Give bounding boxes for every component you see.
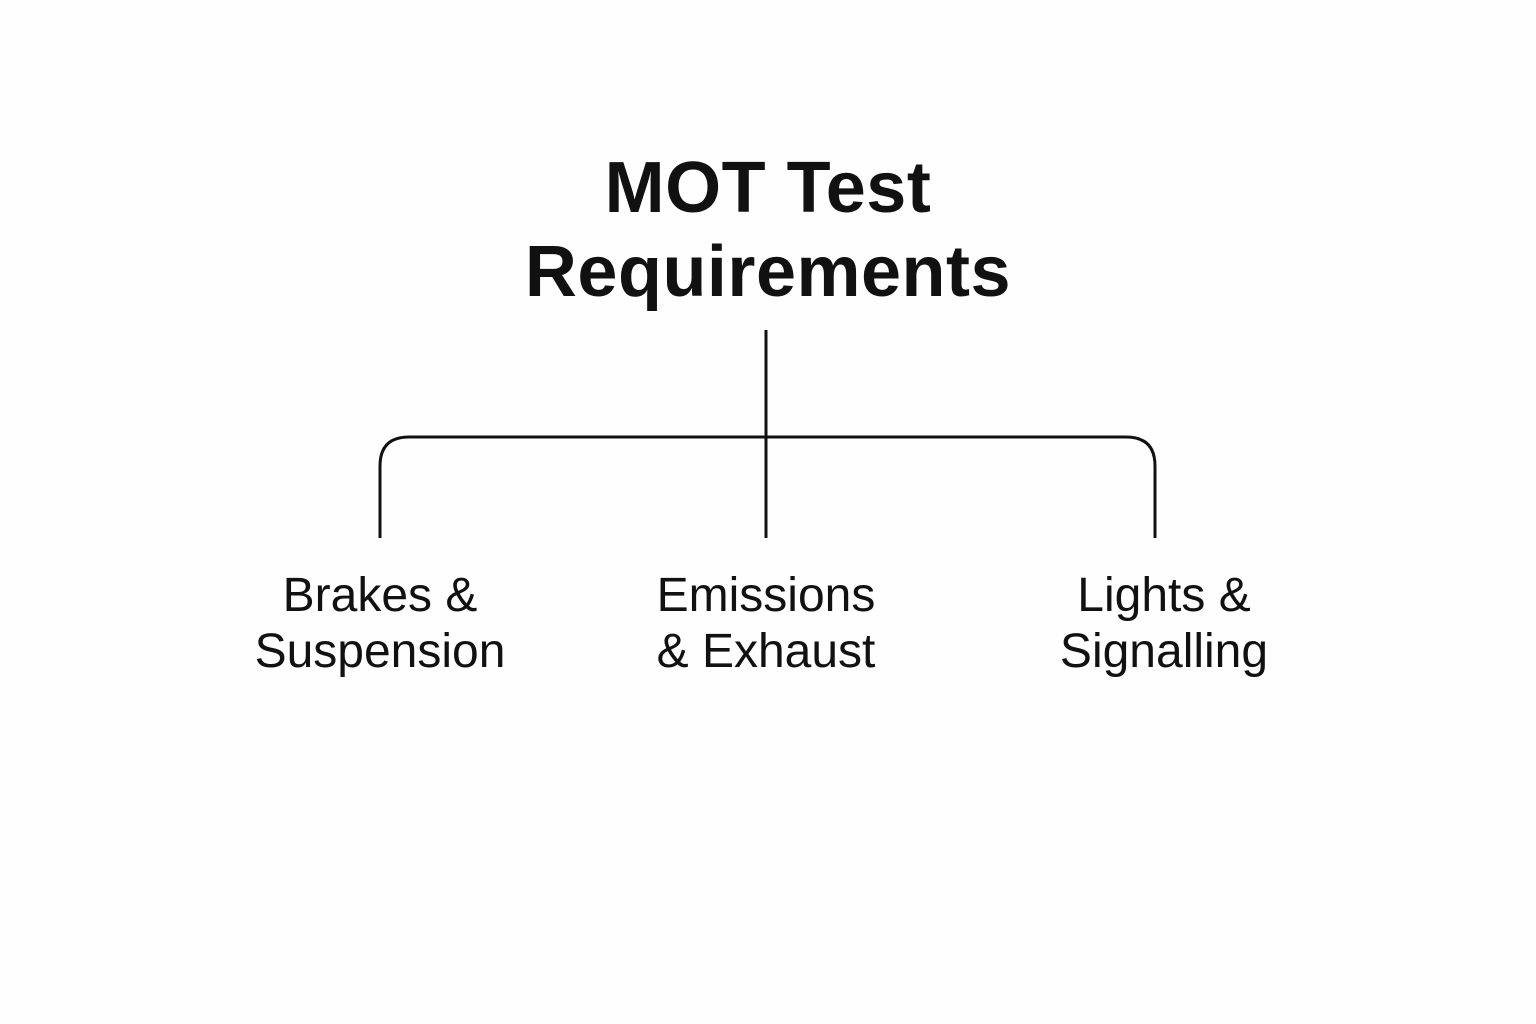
node-label-line: Brakes & [282, 569, 478, 622]
node-lights-signalling: Lights & Signalling [974, 568, 1354, 680]
diagram-title: MOT Test Requirements [418, 146, 1118, 314]
node-label-line: & Exhaust [656, 625, 876, 678]
node-brakes-suspension: Brakes & Suspension [190, 568, 570, 680]
node-emissions-exhaust: Emissions & Exhaust [576, 568, 956, 680]
node-label-line: Signalling [1059, 625, 1269, 678]
node-label-line: Suspension [254, 625, 506, 678]
node-label-line: Lights & [1077, 569, 1251, 622]
title-line-1: MOT Test [604, 148, 932, 228]
branch-bar [378, 435, 1157, 538]
node-label-line: Emissions [656, 569, 876, 622]
title-line-2: Requirements [524, 232, 1012, 312]
